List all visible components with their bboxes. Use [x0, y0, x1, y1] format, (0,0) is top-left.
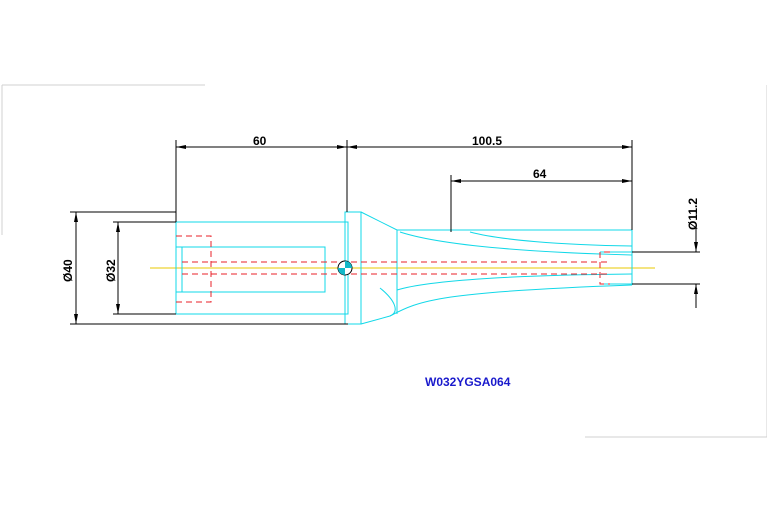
dim-coolant-dia: Ø11.2 — [686, 198, 700, 230]
dim-total-length: 100.5 — [472, 134, 502, 148]
dim-flange-dia: Ø40 — [61, 259, 75, 282]
dim-shank-dia: Ø32 — [104, 259, 118, 282]
dim-shank-length: 60 — [253, 134, 267, 148]
part-number: W032YGSA064 — [425, 375, 511, 389]
coolant-port-icon — [337, 260, 353, 276]
sheet-frame — [1, 84, 767, 438]
dim-drill-depth: 64 — [533, 167, 547, 181]
dimension-lines — [70, 140, 700, 325]
hidden-lines — [176, 235, 610, 303]
